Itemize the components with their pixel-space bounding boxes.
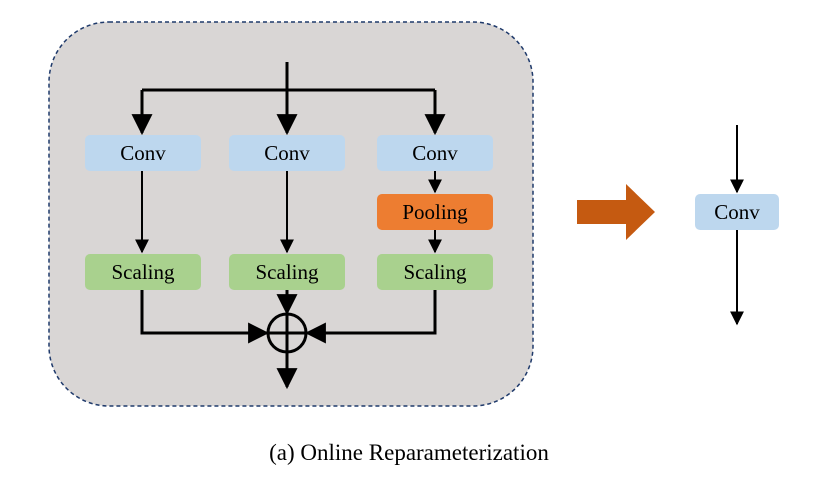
scaling-label-1: Scaling	[112, 260, 175, 284]
conv-box-3	[377, 135, 493, 171]
conv-box-1	[85, 135, 201, 171]
conv-label-3: Conv	[412, 141, 458, 165]
merge-line-right	[304, 290, 437, 344]
merged-conv-label: Conv	[714, 200, 760, 224]
pooling-box-3	[377, 194, 493, 230]
merge-line-left	[140, 290, 270, 344]
conv-box-2	[229, 135, 345, 171]
scaling-label-2: Scaling	[256, 260, 319, 284]
add-operator-icon	[266, 312, 308, 354]
scaling-label-3: Scaling	[404, 260, 467, 284]
scaling-box-2	[229, 254, 345, 290]
conv-label-2: Conv	[264, 141, 310, 165]
conv-label-1: Conv	[120, 141, 166, 165]
figure-caption: (a) Online Reparameterization	[269, 440, 549, 465]
online-block-panel	[48, 21, 534, 407]
scaling-box-1	[85, 254, 201, 290]
pooling-label-3: Pooling	[402, 200, 468, 224]
merged-conv-box	[695, 194, 779, 230]
transform-arrow	[577, 184, 655, 240]
scaling-box-3	[377, 254, 493, 290]
